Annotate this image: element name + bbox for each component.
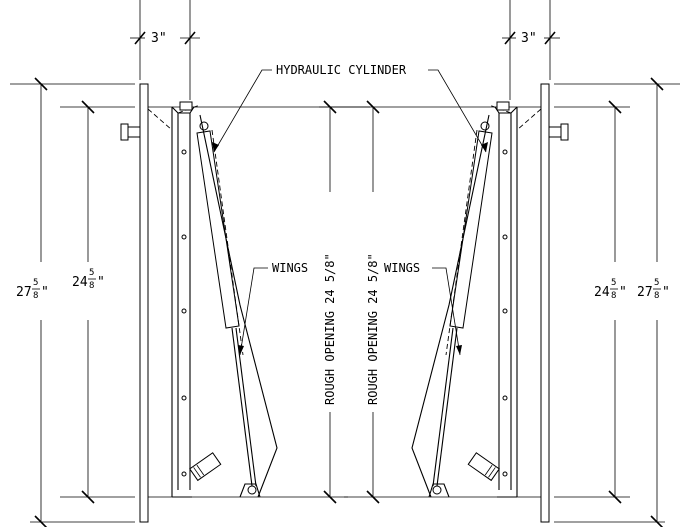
svg-text:5: 5 xyxy=(654,278,659,288)
outer-right-dimension: 27 5 8 " xyxy=(637,278,670,301)
top-right-dimension: 3" xyxy=(521,31,537,46)
svg-text:": " xyxy=(41,285,49,300)
top-left-dimension: 3" xyxy=(151,31,167,46)
svg-text:8: 8 xyxy=(611,291,616,301)
svg-text:5: 5 xyxy=(611,278,616,288)
wings-label-right: WINGS xyxy=(384,261,420,275)
svg-text:8: 8 xyxy=(89,281,94,291)
left-hydraulic-cylinder xyxy=(196,121,257,495)
svg-text:": " xyxy=(662,285,670,300)
svg-text:27: 27 xyxy=(16,285,32,300)
inner-right-dimension: 24 5 8 " xyxy=(594,278,627,301)
svg-text:27: 27 xyxy=(637,285,653,300)
hydraulic-cylinder-label: HYDRAULIC CYLINDER xyxy=(276,63,407,77)
svg-text:": " xyxy=(97,275,105,290)
right-bolt xyxy=(548,123,569,141)
right-assembly xyxy=(319,83,569,523)
inner-left-dimension: 24 5 8 " xyxy=(72,268,105,291)
right-wing xyxy=(411,114,490,498)
rough-opening-left: ROUGH OPENING 24 5/8" xyxy=(323,253,337,405)
svg-text:24: 24 xyxy=(594,285,610,300)
left-assembly xyxy=(120,83,370,523)
svg-text:5: 5 xyxy=(33,278,38,288)
svg-text:8: 8 xyxy=(654,291,659,301)
svg-text:": " xyxy=(619,285,627,300)
right-frame-plate xyxy=(540,83,550,523)
left-frame-plate xyxy=(139,83,149,523)
svg-text:24: 24 xyxy=(72,275,88,290)
outer-left-dimension: 27 5 8 " xyxy=(16,278,49,301)
rough-opening-right: ROUGH OPENING 24 5/8" xyxy=(366,253,380,405)
left-wing xyxy=(199,114,278,498)
leaders xyxy=(212,69,488,356)
dimension-lines xyxy=(10,0,680,527)
svg-text:8: 8 xyxy=(33,291,38,301)
right-hydraulic-cylinder xyxy=(432,121,493,495)
left-bolt xyxy=(120,123,141,141)
svg-text:5: 5 xyxy=(89,268,94,278)
wings-label-left: WINGS xyxy=(272,261,308,275)
